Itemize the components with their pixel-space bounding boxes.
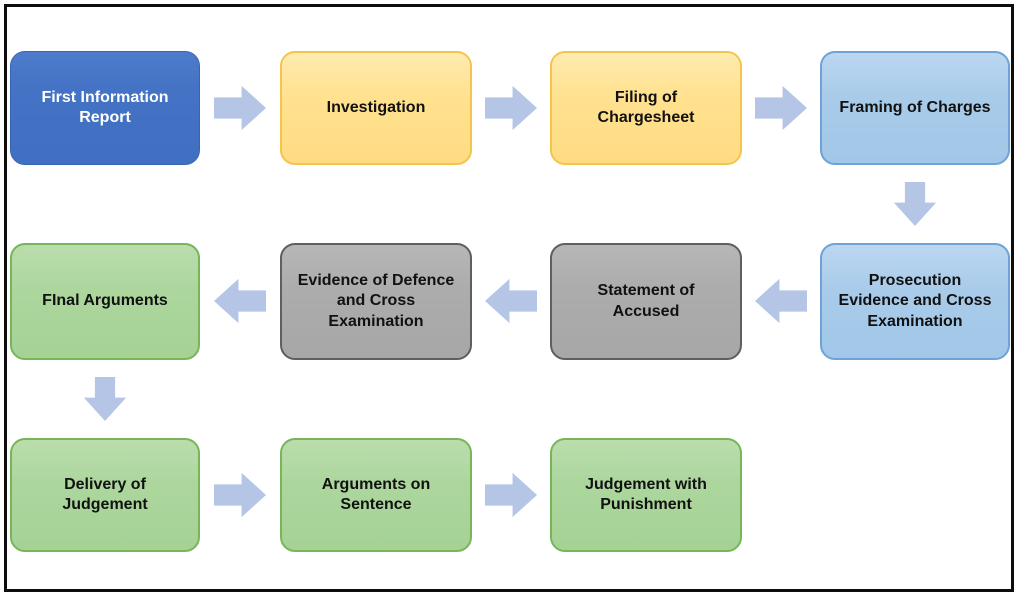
- node-first-information-report: First Information Report: [10, 51, 200, 165]
- node-judgement-with-punishment: Judgement with Punishment: [550, 438, 742, 552]
- node-statement-of-accused: Statement of Accused: [550, 243, 742, 360]
- node-label: Arguments on Sentence: [321, 475, 431, 513]
- node-final-arguments: FInal Arguments: [10, 243, 200, 360]
- node-investigation: Investigation: [280, 51, 472, 165]
- node-label: Prosecution Evidence and Cross Examinati…: [838, 272, 992, 330]
- node-label: Judgement with Punishment: [585, 475, 707, 513]
- node-label: Framing of Charges: [839, 98, 991, 116]
- node-prosecution-evidence: Prosecution Evidence and Cross Examinati…: [820, 243, 1010, 360]
- node-label: Statement of Accused: [597, 282, 695, 320]
- node-evidence-of-defence: Evidence of Defence and Cross Examinatio…: [280, 243, 472, 360]
- diagram-border-frame: [4, 4, 1014, 592]
- node-label: First Information Report: [41, 88, 169, 126]
- node-label: FInal Arguments: [42, 292, 168, 310]
- node-label: Filing of Chargesheet: [597, 88, 695, 126]
- node-filing-of-chargesheet: Filing of Chargesheet: [550, 51, 742, 165]
- node-arguments-on-sentence: Arguments on Sentence: [280, 438, 472, 552]
- node-label: Investigation: [326, 98, 426, 116]
- node-label: Delivery of Judgement: [62, 475, 148, 513]
- node-label: Evidence of Defence and Cross Examinatio…: [297, 272, 455, 330]
- node-framing-of-charges: Framing of Charges: [820, 51, 1010, 165]
- node-delivery-of-judgement: Delivery of Judgement: [10, 438, 200, 552]
